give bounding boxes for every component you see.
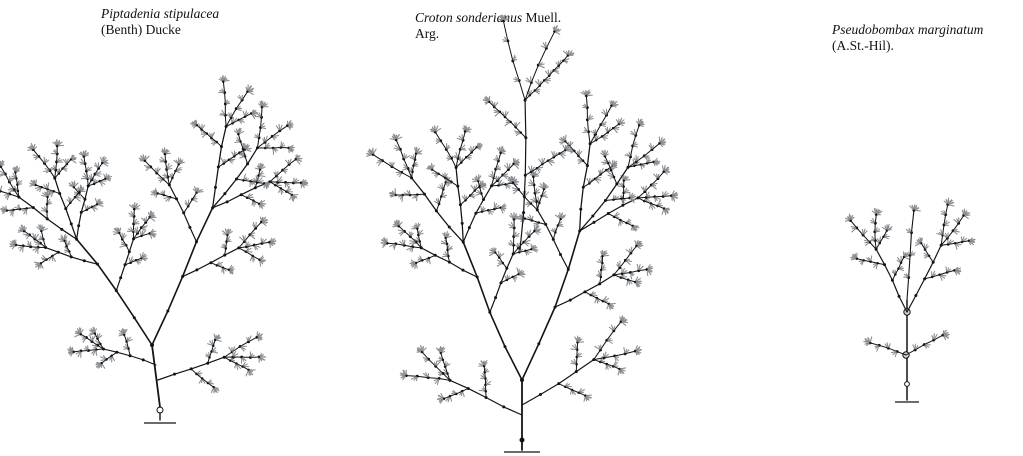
- croton-tree-drawing: [366, 15, 677, 452]
- pseudobombax-tree-drawing: [845, 198, 975, 402]
- piptadenia-tree-drawing: [0, 75, 308, 423]
